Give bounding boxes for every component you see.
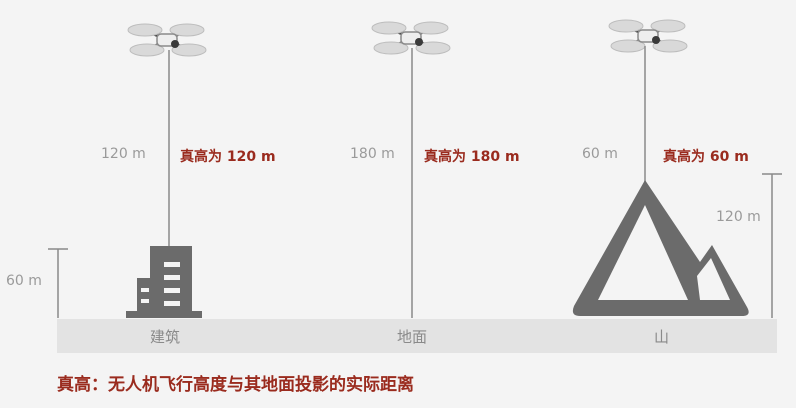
building-ground-label: 建筑	[150, 328, 181, 346]
building-aircraft-height: 120 m	[101, 146, 146, 162]
ground-strip	[57, 319, 777, 353]
mountain-true-height: 真高为 60 m	[663, 149, 749, 165]
building-true-height: 真高为 120 m	[180, 149, 276, 165]
building-reference-height: 60 m	[6, 273, 42, 289]
ground-ground-label: 地面	[397, 328, 428, 346]
mountain-aircraft-height: 60 m	[582, 146, 618, 162]
mountain-reference-height: 120 m	[716, 209, 761, 225]
building-icon	[126, 246, 202, 318]
drone-icon	[370, 20, 452, 56]
building-height-bracket	[48, 248, 68, 318]
mountain-height-bracket	[762, 173, 782, 318]
ground-true-height: 真高为 180 m	[424, 149, 520, 165]
mountain-ground-label: 山	[654, 328, 670, 346]
caption: 真高：无人机飞行高度与其地面投影的实际距离	[57, 375, 414, 395]
ground-aircraft-height: 180 m	[350, 146, 395, 162]
drone-icon	[126, 22, 208, 58]
drone-icon	[607, 18, 689, 54]
mountain-icon	[572, 180, 749, 316]
